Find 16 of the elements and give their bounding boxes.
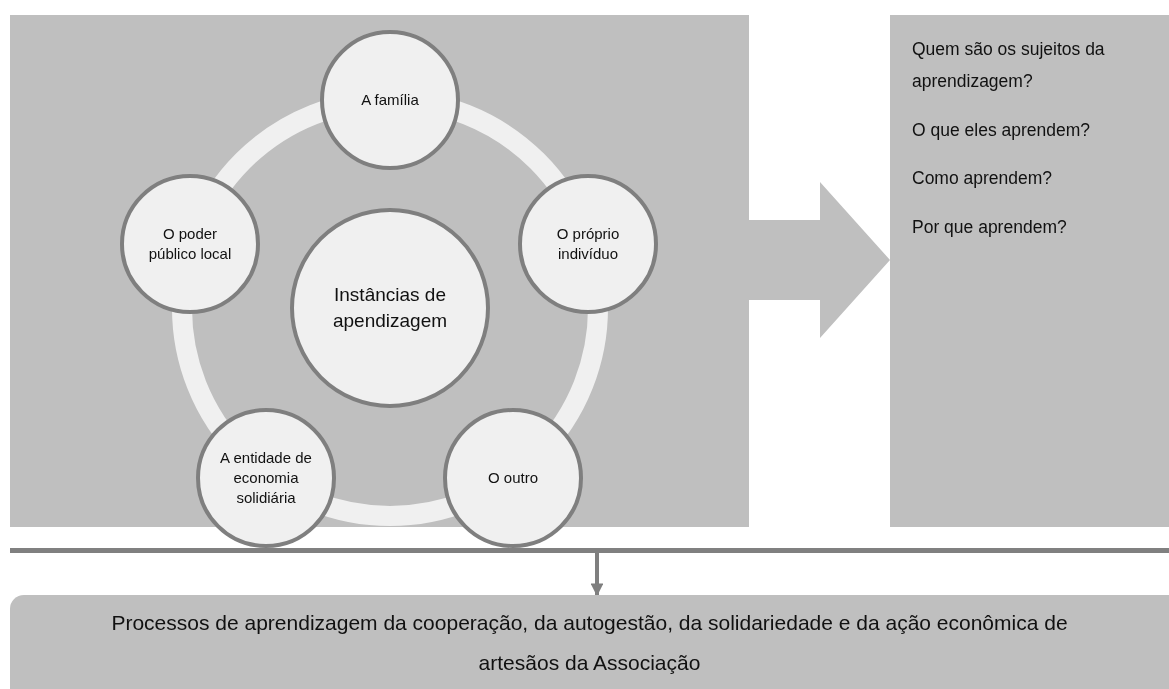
divider-bar (10, 548, 1169, 553)
question-text: Como aprendem? (912, 167, 1054, 191)
question-text: Por que aprendem? (912, 215, 1068, 239)
node-label: O outro (487, 467, 539, 488)
question-panel (890, 15, 1169, 527)
block-arrow (749, 182, 890, 338)
question-text: O que eles aprendem? (912, 118, 1092, 142)
result-box (10, 595, 1169, 689)
result-text: Processos de aprendizagem da cooperação, da autogestão, da solidariedade e da ação econômica de artesãos da Associação (110, 610, 1069, 676)
node-label: O poder público local (147, 223, 233, 264)
question-text: Quem são os sujeitos da aprendizagem? (912, 38, 1106, 94)
node-label: A entidade de economia solidiária (219, 447, 313, 509)
arrow (590, 553, 604, 597)
node-label: O próprio indivíduo (555, 223, 621, 264)
node-label: Instâncias de apendizagem (331, 283, 449, 333)
node-label: A família (360, 89, 420, 110)
